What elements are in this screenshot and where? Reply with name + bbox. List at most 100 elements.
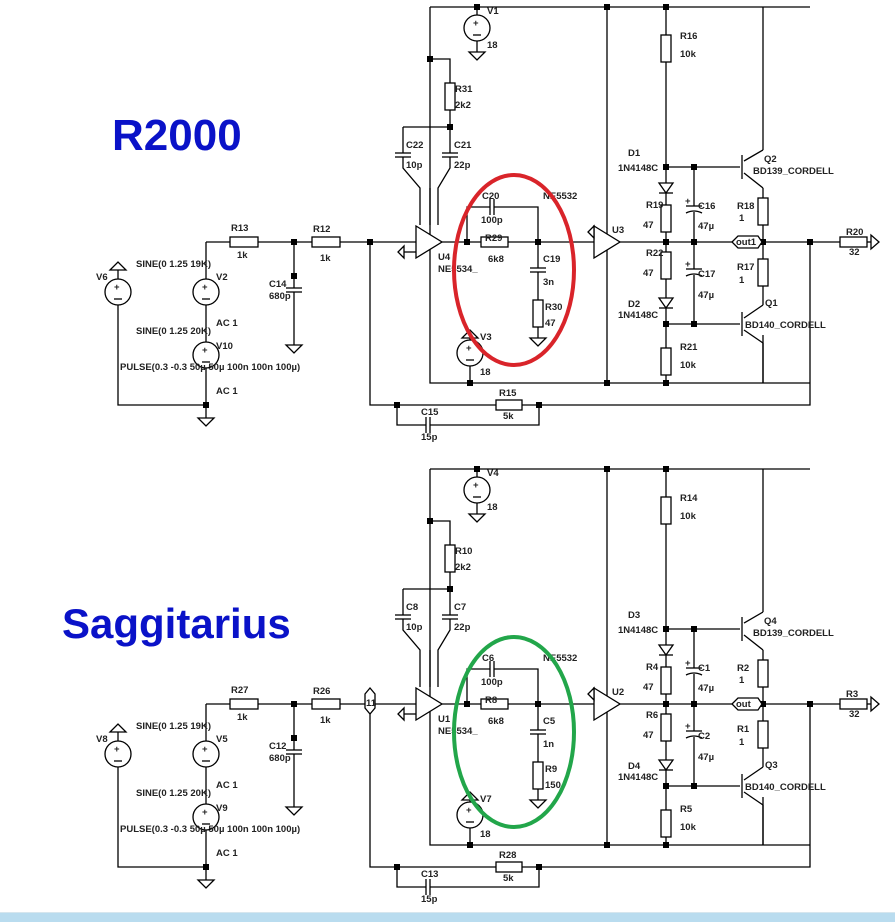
- d-bot-model: 1N4148C: [618, 772, 658, 783]
- source-main-ref: V8: [96, 734, 108, 745]
- r-series-ref: R8: [485, 695, 497, 706]
- c-fb2-value: 15p: [421, 894, 438, 905]
- c-zobel-ref: C5: [543, 716, 556, 727]
- opamp-in-ref: U1: [438, 714, 451, 725]
- ground-icon: [467, 51, 487, 61]
- resistor-bias-top: [660, 34, 672, 63]
- resistor-supply: [444, 544, 456, 573]
- q-bot-ref: Q3: [765, 760, 778, 771]
- c-fb2-ref: C15: [421, 407, 439, 418]
- source-b-ref: V10: [216, 341, 233, 352]
- q-bot-model: BD140_CORDELL: [745, 320, 826, 331]
- junction-dot: [604, 842, 610, 848]
- ground-icon: [467, 513, 487, 523]
- r-em-bot-value: 1: [739, 737, 745, 748]
- ground-icon: [196, 417, 216, 427]
- ground-icon: [528, 799, 548, 809]
- resistor-mid-top: [660, 666, 672, 695]
- source-b-ac: AC 1: [216, 386, 238, 397]
- net-label-shape: [731, 235, 763, 249]
- wire: [396, 867, 426, 888]
- electrolytic-cap-top: +: [685, 196, 703, 214]
- opamp-in-ref: U4: [438, 252, 451, 263]
- net-label-output: out: [731, 697, 763, 711]
- rail-frame: [429, 7, 810, 384]
- supply-pos-value: 18: [487, 502, 498, 513]
- transistor-bot: [741, 304, 764, 344]
- plus-icon: +: [466, 343, 472, 354]
- plus-icon: +: [473, 480, 479, 491]
- source-main: +: [104, 740, 132, 768]
- source-a-spec: SINE(0 1.25 19K): [136, 259, 211, 270]
- junction-dot: [203, 402, 209, 408]
- resistor-zobel: [532, 299, 544, 328]
- r-em-top-value: 1: [739, 213, 745, 224]
- opamp-input: [415, 686, 444, 722]
- zobel-capacitor: [530, 267, 546, 273]
- diode-top: [657, 182, 675, 195]
- junction-dot: [291, 273, 297, 279]
- opamp-supply-arrow-icon: [587, 686, 595, 702]
- c-fb-value: 100p: [481, 677, 503, 688]
- supply-neg-value: 18: [480, 367, 491, 378]
- supply-pos-ref: V4: [487, 468, 499, 479]
- electrolytic-cap-bot: +: [685, 259, 703, 277]
- r-em-bot-ref: R17: [737, 262, 754, 273]
- d-top-ref: D1: [628, 148, 641, 159]
- r-in1-value: 1k: [237, 712, 248, 723]
- resistor-series: [480, 236, 509, 248]
- transistor-bot: [741, 766, 764, 806]
- transistor-emitter: [743, 634, 764, 651]
- transistor-collector: [743, 766, 764, 781]
- supply-source-neg: +: [456, 339, 484, 367]
- supply-source-pos: +: [463, 476, 491, 504]
- r-fb-value: 5k: [503, 411, 514, 422]
- transistor-emitter: [743, 791, 764, 806]
- cap-plate-curved: [685, 672, 703, 676]
- c-zobel-value: 3n: [543, 277, 554, 288]
- r-in1-value: 1k: [237, 250, 248, 261]
- wire: [117, 305, 206, 406]
- net-label-input: [364, 686, 376, 716]
- feedback-wire: [369, 242, 811, 406]
- r-em-top-ref: R2: [737, 663, 749, 674]
- source-main: +: [104, 278, 132, 306]
- source-b-ac: AC 1: [216, 848, 238, 859]
- c-in-ref: C12: [269, 741, 286, 752]
- comp-cap-1: [395, 152, 411, 158]
- resistor-mid-bot: [660, 713, 672, 742]
- resistor-load: [839, 236, 868, 248]
- feedback-capacitor: [425, 879, 431, 895]
- output-ground-icon: [870, 233, 880, 251]
- r-mid-bot-value: 47: [643, 268, 654, 279]
- resistor-load: [839, 698, 868, 710]
- ground-icon: [284, 806, 304, 816]
- d-bot-ref: D4: [628, 761, 641, 772]
- r-mid-top-ref: R19: [646, 200, 663, 211]
- junction-dot: [604, 466, 610, 472]
- supply-pos-value: 18: [487, 40, 498, 51]
- c-comp1-value: 10p: [406, 160, 423, 171]
- c-zobel-value: 1n: [543, 739, 554, 750]
- resistor-bias-bot: [660, 347, 672, 376]
- rail-frame: [429, 469, 810, 846]
- q-bot-ref: Q1: [765, 298, 778, 309]
- r-bias-bot-value: 10k: [680, 360, 697, 371]
- junction-dot: [291, 735, 297, 741]
- source-a-ref: V2: [216, 272, 228, 283]
- opamp-output: [593, 686, 622, 722]
- resistor-feedback: [495, 861, 523, 873]
- opamp-supply-arrow-icon: [587, 224, 595, 240]
- highlight-ellipse: [452, 635, 576, 829]
- r-fb-value: 5k: [503, 873, 514, 884]
- opamp-out-ref: U3: [612, 225, 624, 236]
- r-fb-ref: R28: [499, 850, 516, 861]
- supply-arrow-icon: [108, 723, 128, 733]
- c-fb-ref: C20: [482, 191, 499, 202]
- q-bot-model: BD140_CORDELL: [745, 782, 826, 793]
- c-top-value: 47µ: [698, 683, 714, 694]
- supply-neg-ref: V3: [480, 332, 492, 343]
- plus-icon: +: [114, 282, 120, 293]
- wire: [437, 157, 451, 225]
